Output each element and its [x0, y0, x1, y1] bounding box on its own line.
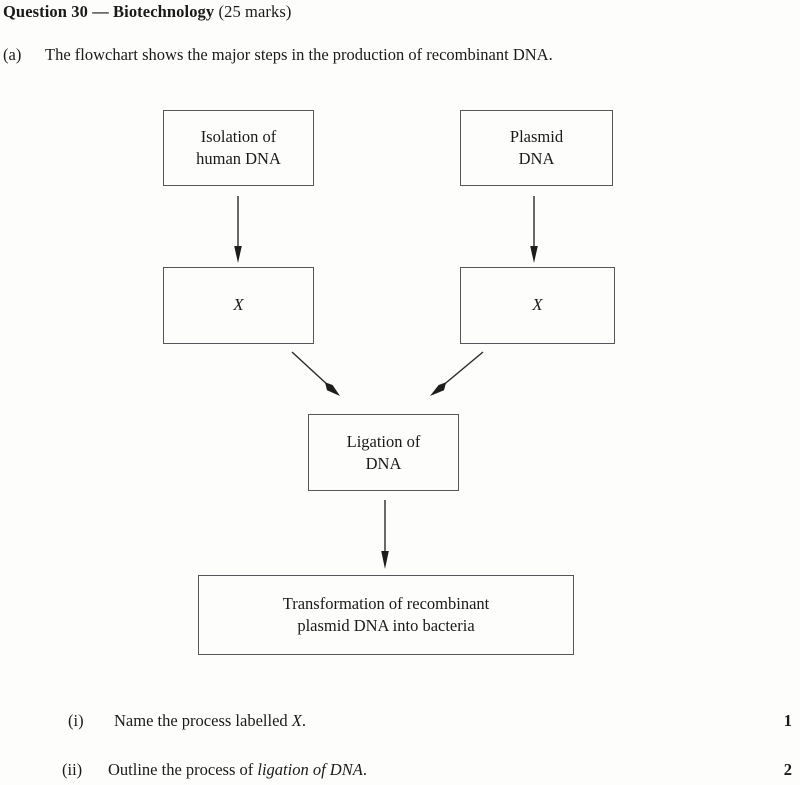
sub-question-i-label: (i)	[68, 711, 84, 730]
sub-question-i-mark: 1	[783, 711, 792, 730]
flowchart-box-isolation-line1: Isolation of	[200, 127, 277, 147]
sub-question-ii-label: (ii)	[62, 760, 83, 779]
arrow-plasmid-to-x-right	[530, 196, 538, 263]
flowchart-box-ligation-line1: Ligation of	[346, 431, 421, 451]
sub-question-i-text-after: .	[301, 711, 306, 730]
flowchart-box-transformation-line1: Transformation of recombinant	[282, 594, 490, 614]
flowchart-box-plasmid-line1: Plasmid	[509, 127, 564, 147]
sub-question-i-italic-term: X	[291, 711, 302, 730]
flowchart-box-x-right-label: X	[532, 295, 543, 315]
question-title-text: Question 30 — Biotechnology	[3, 2, 215, 21]
sub-question-ii-text-after: .	[362, 760, 367, 779]
page-title: Question 30 — Biotechnology (25 marks)	[3, 2, 291, 22]
sub-question-ii-mark: 2	[783, 760, 792, 779]
part-a-text: The flowchart shows the major steps in t…	[45, 45, 553, 64]
sub-question-ii-italic-term: ligation of DNA	[257, 760, 363, 779]
flowchart-box-plasmid-line2: DNA	[518, 149, 555, 168]
sub-question-ii-text-before: Outline the process of	[108, 760, 258, 779]
arrow-x-left-to-ligation	[291, 351, 340, 396]
flowchart-arrows-group	[234, 196, 538, 569]
flowchart-box-transformation: Transformation of recombinant plasmid DN…	[198, 575, 574, 655]
sub-question-i: (i) Name the process labelled X.	[68, 711, 306, 731]
flowchart-box-x-right: X	[460, 267, 615, 344]
flowchart-box-ligation-line2: DNA	[365, 453, 402, 473]
question-marks-text: (25 marks)	[218, 2, 292, 21]
flowchart-box-x-left-label: X	[233, 295, 244, 315]
arrow-x-right-to-ligation	[430, 351, 484, 396]
arrow-isolation-to-x-left	[234, 196, 242, 263]
recombinant-dna-flowchart: Isolation of human DNA Plasmid DNA X X L…	[163, 110, 615, 655]
flowchart-box-plasmid: Plasmid DNA	[460, 110, 613, 186]
flowchart-box-x-left: X	[163, 267, 314, 344]
part-a-row: (a) The flowchart shows the major steps i…	[3, 45, 553, 65]
sub-question-ii: (ii) Outline the process of ligation of D…	[62, 760, 367, 780]
flowchart-box-isolation-line2: human DNA	[196, 149, 281, 168]
arrow-ligation-to-transformation	[381, 500, 389, 569]
flowchart-box-ligation: Ligation of DNA	[308, 414, 459, 491]
sub-question-i-text-before: Name the process labelled	[114, 711, 292, 730]
part-a-label: (a)	[3, 45, 22, 64]
flowchart-box-transformation-line2: plasmid DNA into bacteria	[297, 616, 475, 635]
flowchart-box-isolation: Isolation of human DNA	[163, 110, 314, 186]
